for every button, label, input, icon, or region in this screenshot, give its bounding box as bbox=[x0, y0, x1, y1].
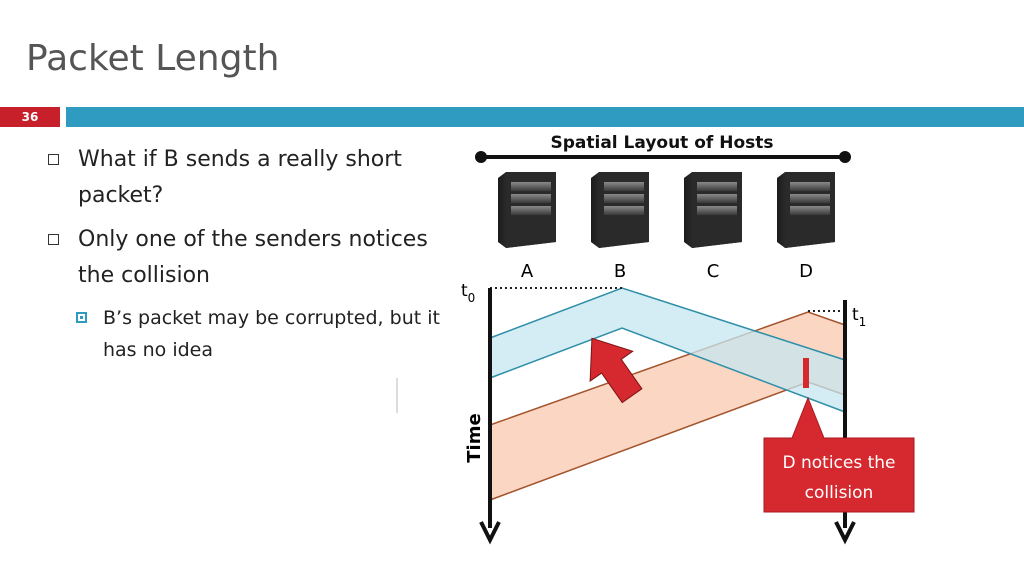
header-bar bbox=[66, 107, 1024, 127]
bullet-text: Only one of the senders notices the coll… bbox=[78, 227, 428, 288]
line-end-left bbox=[475, 151, 487, 163]
server-tower-icon bbox=[591, 172, 649, 248]
bullet-text: What if B sends a really short packet? bbox=[78, 147, 402, 208]
red-arrow-icon bbox=[589, 337, 643, 404]
packet-b-back-edge bbox=[489, 327, 846, 413]
packet-b-band bbox=[490, 288, 845, 412]
collision-callout bbox=[763, 396, 915, 513]
bullet-item: Only one of the senders notices the coll… bbox=[48, 222, 468, 294]
t0-label: t0 bbox=[461, 281, 475, 305]
line-end-right bbox=[839, 151, 851, 163]
t1-label: t1 bbox=[852, 305, 866, 329]
time-arrow-d bbox=[834, 521, 856, 545]
time-axis-label: Time bbox=[464, 413, 485, 462]
server-tower-icon bbox=[684, 172, 742, 248]
host-label-b: B bbox=[614, 261, 626, 282]
bullet-item: What if B sends a really short packet? bbox=[48, 142, 468, 214]
layout-title: Spatial Layout of Hosts bbox=[550, 133, 773, 153]
time-arrow-a bbox=[479, 521, 501, 545]
callout-text: D notices the collision bbox=[782, 453, 896, 503]
collision-marker bbox=[803, 358, 809, 388]
server-tower-icon bbox=[777, 172, 835, 248]
sub-bullet-item: B’s packet may be corrupted, but it has … bbox=[76, 302, 468, 366]
checkbox-bullet-icon bbox=[48, 154, 59, 165]
host-label-a: A bbox=[521, 261, 534, 282]
slide-number: 36 bbox=[0, 107, 60, 127]
host-label-c: C bbox=[707, 261, 720, 282]
bullet-list: What if B sends a really short packet? O… bbox=[48, 142, 468, 366]
sub-bullet-text: B’s packet may be corrupted, but it has … bbox=[103, 307, 440, 361]
square-bullet-icon bbox=[76, 312, 87, 323]
checkbox-bullet-icon bbox=[48, 234, 59, 245]
host-label-d: D bbox=[799, 261, 813, 282]
server-tower-icon bbox=[498, 172, 556, 248]
slide-title: Packet Length bbox=[26, 38, 280, 79]
